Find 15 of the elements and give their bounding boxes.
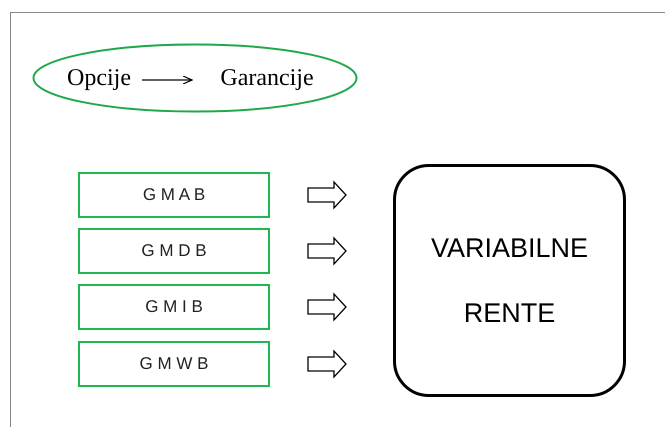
box-title: VARIABILNE (430, 232, 588, 264)
guarantee-box: G M I B (78, 284, 270, 330)
block-arrow (307, 349, 347, 379)
block-arrow (307, 292, 347, 322)
ellipse-outline (32, 43, 358, 113)
block-arrow (307, 180, 347, 210)
box-title: RENTE (464, 297, 556, 330)
guarantee-box: G M A B (78, 172, 270, 218)
guarantee-box: G M D B (78, 228, 270, 274)
arrow (142, 75, 193, 85)
term-text: Opcije (60, 62, 138, 94)
annuity-box (393, 164, 626, 397)
guarantee-box: G M W B (78, 341, 270, 387)
block-arrow (307, 236, 347, 266)
term-text: Garancije (212, 62, 322, 94)
